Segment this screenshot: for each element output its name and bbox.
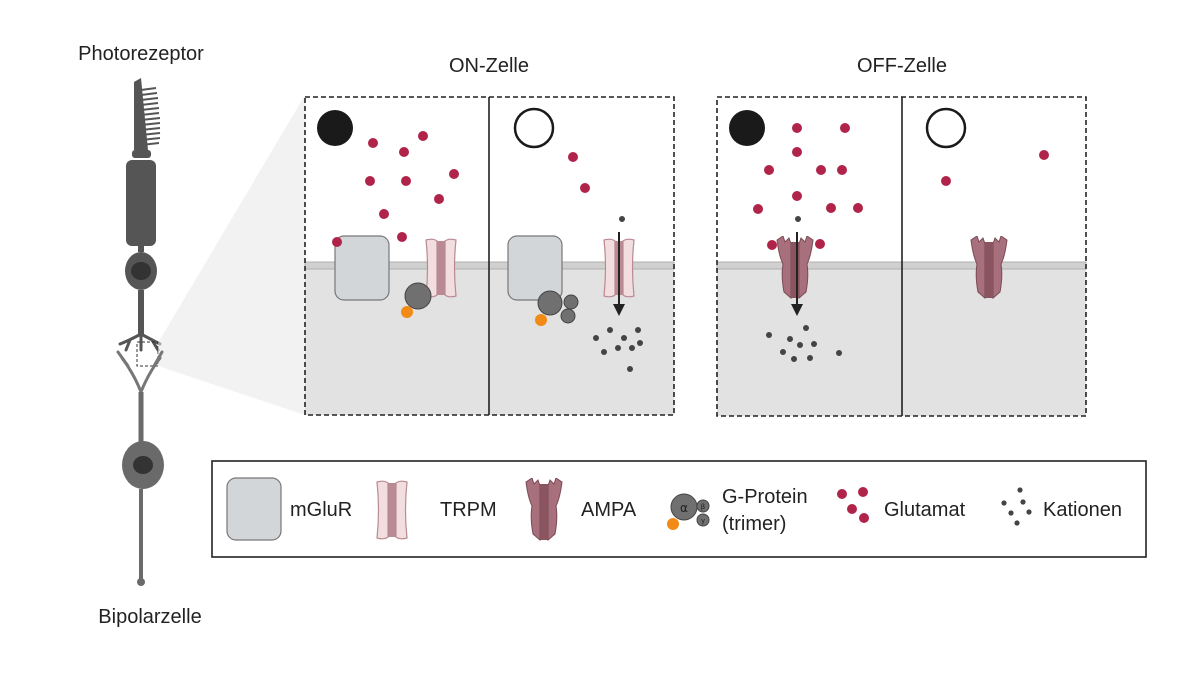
off-cell-panel <box>716 96 1087 417</box>
off-cations <box>766 216 842 362</box>
on-light-glutamate <box>568 152 590 193</box>
bipolar-nucleus <box>133 456 153 474</box>
legend-gprotein-label: G-Protein <box>722 486 808 508</box>
g-protein-dissociated <box>535 290 579 326</box>
off-cell-title: OFF-Zelle <box>857 55 947 77</box>
legend-mglur-icon <box>226 477 282 541</box>
legend-trpm-icon <box>376 480 408 540</box>
photoreceptor-nucleus <box>131 262 151 280</box>
light-indicator <box>513 107 555 149</box>
legend-mglur-label: mGluR <box>290 499 352 521</box>
zoom-projection <box>158 95 305 415</box>
off-dark-indicator <box>729 110 765 146</box>
legend-gprotein-beta: β <box>701 503 705 511</box>
mglur-receptor-free <box>507 235 563 301</box>
off-light-glutamate <box>941 150 1049 186</box>
g-protein-bound <box>401 282 432 318</box>
legend: mGluR TRPM AMPA α β γ G-Protein (trimer)… <box>211 460 1147 558</box>
bipolar-dendrites <box>116 350 164 394</box>
inner-segment <box>126 160 156 246</box>
on-cell-panel <box>304 96 675 416</box>
off-light-indicator <box>925 107 967 149</box>
legend-glutamate-icon <box>837 487 869 523</box>
bipolar-label: Bipolarzelle <box>98 606 201 628</box>
on-cell-title: ON-Zelle <box>449 55 529 77</box>
legend-glutamat-label: Glutamat <box>884 499 966 521</box>
dark-indicator <box>317 110 353 146</box>
off-dark-glutamate <box>753 123 863 250</box>
legend-gprotein-sublabel: (trimer) <box>722 513 786 535</box>
legend-gprotein-icon: α β γ <box>667 493 710 530</box>
bipolar-cell <box>116 350 164 586</box>
legend-kationen-label: Kationen <box>1043 499 1122 521</box>
photoreceptor-cell <box>118 78 162 352</box>
mglur-receptor <box>334 235 390 301</box>
photoreceptor-label: Photorezeptor <box>78 43 204 65</box>
legend-ampa-label: AMPA <box>581 499 637 521</box>
legend-cation-icon <box>1001 487 1032 526</box>
on-cations <box>593 216 643 372</box>
legend-gprotein-gamma: γ <box>701 517 705 525</box>
legend-gprotein-alpha: α <box>680 501 688 515</box>
trpm-channel-closed <box>425 238 457 298</box>
legend-trpm-label: TRPM <box>440 499 497 521</box>
on-dark-glutamate <box>332 131 459 247</box>
outer-segment-discs <box>140 87 161 146</box>
